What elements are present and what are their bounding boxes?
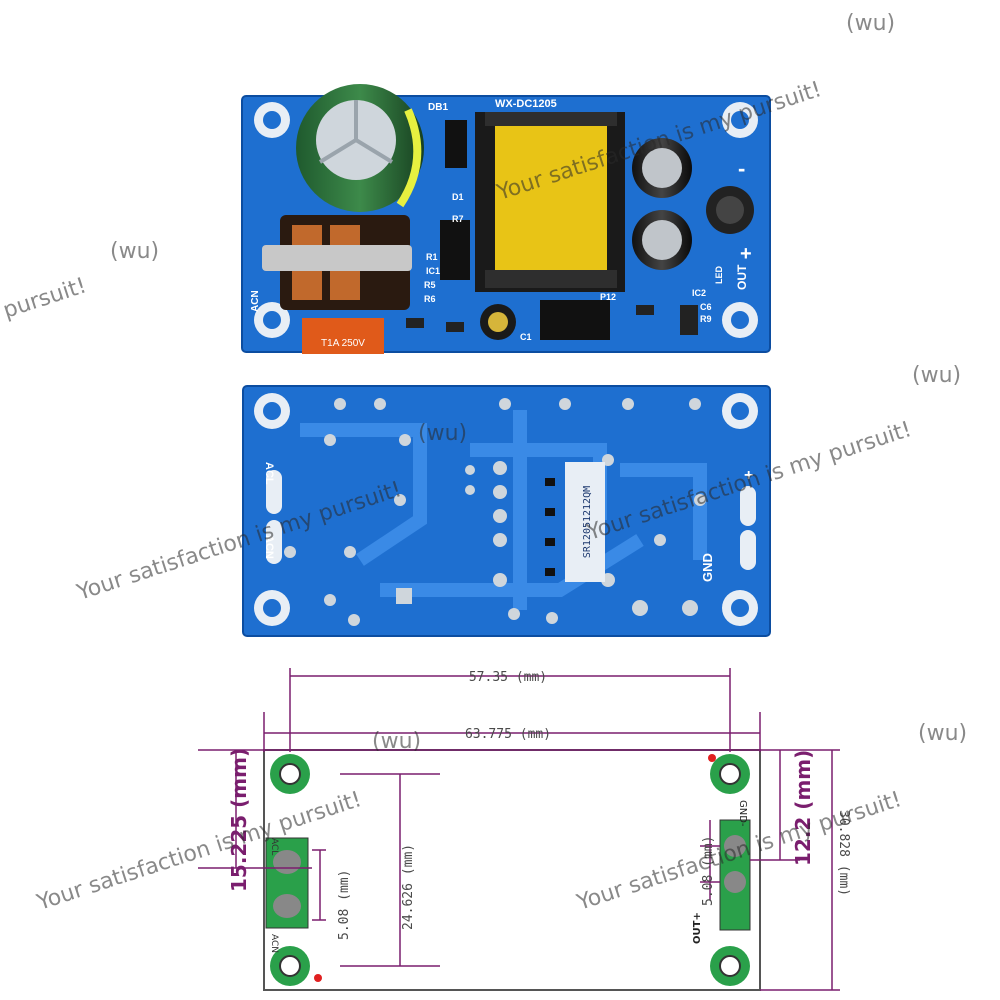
silk-ref: C1 bbox=[520, 332, 532, 342]
silk-ref: R7 bbox=[452, 214, 464, 224]
code-sticker bbox=[565, 462, 605, 582]
watermark-text: (wu) bbox=[846, 11, 895, 36]
label-acn: ACN bbox=[269, 934, 279, 953]
silk-out: OUT bbox=[735, 264, 749, 290]
mount-hole bbox=[254, 393, 290, 429]
output-pin bbox=[724, 871, 746, 893]
dim-hole-spacing: 24.626 (mm) bbox=[401, 844, 416, 930]
silk-plus: + bbox=[740, 243, 752, 265]
watermark-text: (wu) bbox=[918, 721, 967, 746]
marker-dot bbox=[314, 974, 322, 982]
bottom-board: SR12051212QM ACL ACN GND + bbox=[242, 385, 771, 637]
silk-ref: IC2 bbox=[692, 288, 706, 298]
silk-ref: R6 bbox=[424, 294, 436, 304]
ac-pad bbox=[266, 470, 282, 514]
out-pad bbox=[740, 530, 756, 570]
watermark-text: (wu) bbox=[110, 239, 159, 264]
watermark-text: pursuit! bbox=[0, 273, 89, 323]
smd-resistor bbox=[446, 322, 464, 332]
silk-acl: ACL bbox=[263, 462, 275, 485]
mount-hole bbox=[722, 102, 758, 138]
silk-ref: R5 bbox=[424, 280, 436, 290]
silk-db: DB1 bbox=[428, 102, 448, 113]
dimension-drawing: ACL ACN GND- OUT+ 57.35 (mm bbox=[198, 668, 851, 991]
mount-hole bbox=[254, 102, 290, 138]
silk-model: WX-DC1205 bbox=[495, 98, 557, 110]
watermark-text: (wu) bbox=[912, 363, 961, 388]
silk-code: SR12051212QM bbox=[582, 486, 593, 558]
label-out: OUT+ bbox=[692, 912, 703, 944]
output-capacitor bbox=[632, 210, 692, 270]
out-pad bbox=[740, 486, 756, 526]
silk-ref: LED bbox=[714, 265, 724, 284]
smd-pad bbox=[396, 588, 412, 604]
copper-trace bbox=[300, 410, 707, 610]
dim-inner-width: 57.35 (mm) bbox=[469, 670, 547, 685]
watermark-text: (wu) bbox=[372, 729, 421, 754]
mount-hole bbox=[722, 302, 758, 338]
silk-ref: IC1 bbox=[426, 266, 440, 276]
smd-resistor bbox=[636, 305, 654, 315]
output-connector bbox=[719, 819, 751, 931]
marker-dot bbox=[708, 754, 716, 762]
smd-diode bbox=[680, 305, 698, 335]
ac-pad bbox=[266, 520, 282, 564]
silk-ref: R9 bbox=[700, 314, 712, 324]
output-capacitor bbox=[632, 138, 692, 198]
silk-plus: + bbox=[744, 467, 753, 484]
dim-lines bbox=[198, 668, 840, 991]
mount-hole bbox=[270, 754, 310, 794]
output-inductor bbox=[706, 186, 754, 234]
top-board: T1A 250V WX-DC1205 DB1 OUT + - ACN IC1 R… bbox=[241, 84, 771, 354]
fuse-label: T1A 250V bbox=[321, 338, 365, 349]
heatsink bbox=[540, 300, 610, 340]
choke bbox=[262, 215, 412, 310]
mount-hole bbox=[270, 946, 310, 986]
dim-outer-width: 63.775 (mm) bbox=[465, 727, 551, 742]
solder-joints bbox=[284, 398, 706, 626]
label-gnd: GND- bbox=[737, 800, 748, 827]
mount-hole bbox=[710, 946, 750, 986]
mount-hole bbox=[254, 302, 290, 338]
small-capacitor bbox=[480, 304, 516, 340]
mount-hole bbox=[722, 590, 758, 626]
ic-pins bbox=[545, 478, 555, 576]
silk-ref: D1 bbox=[452, 192, 464, 202]
output-pin bbox=[724, 835, 746, 857]
bridge-rectifier bbox=[445, 120, 467, 168]
bulk-capacitor bbox=[296, 84, 424, 212]
dim-pin-pitch-right: 5.08 (mm) bbox=[701, 836, 716, 906]
mount-hole bbox=[254, 590, 290, 626]
dim-total-height: 30.828 (mm) bbox=[836, 810, 851, 896]
smd-resistor bbox=[406, 318, 424, 328]
dim-right-height: 12.2 (mm) bbox=[791, 750, 815, 866]
mount-hole bbox=[722, 393, 758, 429]
watermark-text: Your satisfaction is my pursuit! bbox=[33, 787, 365, 916]
fuse: T1A 250V bbox=[302, 318, 384, 354]
input-pin bbox=[273, 894, 301, 918]
silk-acn: ACN bbox=[250, 290, 261, 312]
silk-gnd: GND bbox=[700, 553, 715, 582]
silk-acn: ACN bbox=[263, 535, 275, 559]
power-ic bbox=[440, 220, 470, 280]
transformer bbox=[475, 112, 625, 292]
mount-hole bbox=[710, 754, 750, 794]
dim-left-height: 15.225 (mm) bbox=[227, 748, 251, 892]
silk-ref: C6 bbox=[700, 302, 712, 312]
silk-ref: P12 bbox=[600, 292, 616, 302]
label-acl: ACL bbox=[269, 838, 279, 855]
silk-minus: - bbox=[738, 156, 745, 181]
watermark-text: (wu) bbox=[418, 421, 467, 446]
dim-pin-pitch-left: 5.08 (mm) bbox=[337, 870, 352, 940]
silk-ref: R1 bbox=[426, 252, 438, 262]
